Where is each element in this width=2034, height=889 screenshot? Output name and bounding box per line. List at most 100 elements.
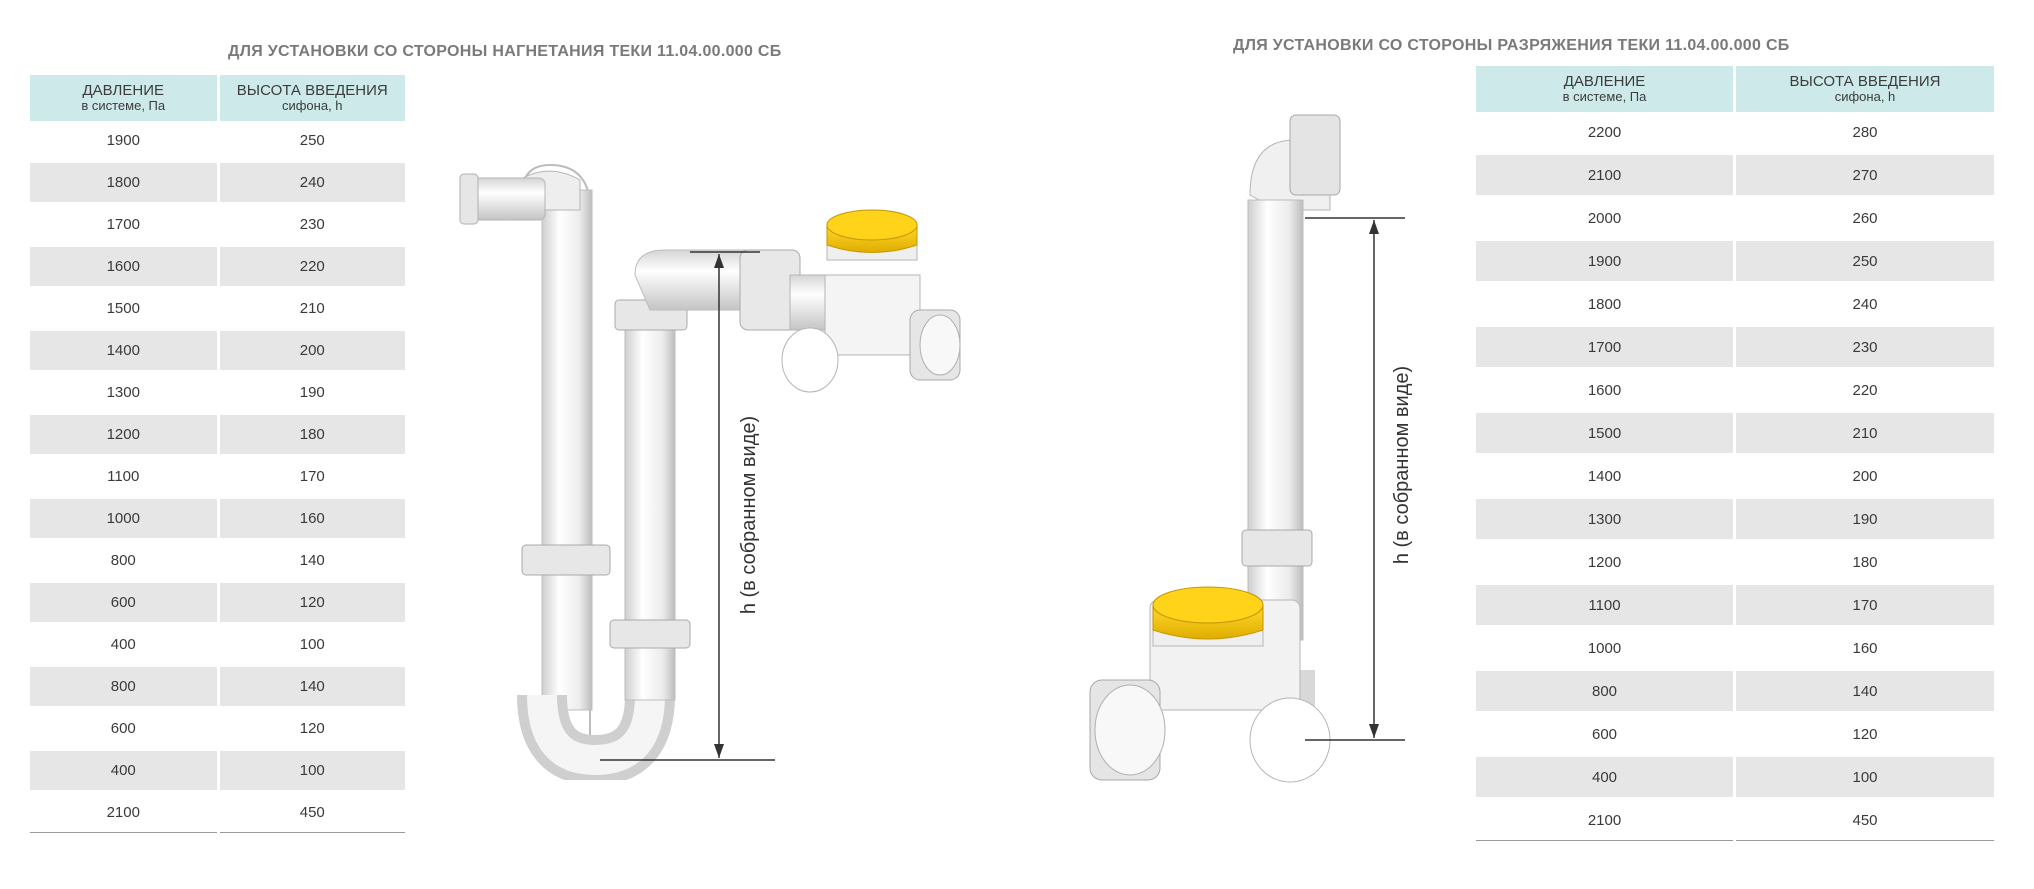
height-cell: 240 bbox=[1736, 284, 1994, 327]
height-cell: 260 bbox=[1736, 198, 1994, 241]
height-cell: 170 bbox=[219, 457, 405, 499]
pressure-cell: 600 bbox=[1476, 714, 1733, 757]
left-title: ДЛЯ УСТАНОВКИ СО СТОРОНЫ НАГНЕТАНИЯ ТЕКИ… bbox=[228, 43, 782, 60]
right-title: ДЛЯ УСТАНОВКИ СО СТОРОНЫ РАЗРЯЖЕНИЯ ТЕКИ… bbox=[1233, 37, 1790, 54]
height-cell: 250 bbox=[1736, 241, 1994, 284]
pressure-cell: 2100 bbox=[1476, 800, 1733, 841]
pressure-cell: 1600 bbox=[30, 247, 217, 289]
pressure-cell: 1200 bbox=[30, 415, 217, 457]
pressure-cell: 1100 bbox=[30, 457, 217, 499]
pressure-cell: 1300 bbox=[30, 373, 217, 415]
height-cell: 100 bbox=[1736, 757, 1994, 800]
pressure-cell: 1500 bbox=[1476, 413, 1733, 456]
height-cell: 140 bbox=[219, 541, 405, 583]
pressure-cell: 400 bbox=[1476, 757, 1733, 800]
pressure-cell: 1400 bbox=[30, 331, 217, 373]
height-cell: 240 bbox=[219, 163, 405, 205]
pressure-cell: 1900 bbox=[1476, 241, 1733, 284]
header-height-sub: сифона, h bbox=[281, 98, 343, 114]
header-pressure-main: ДАВЛЕНИЕ bbox=[82, 81, 164, 99]
pressure-cell: 800 bbox=[30, 667, 217, 709]
height-cell: 190 bbox=[219, 373, 405, 415]
height-cell: 160 bbox=[1736, 628, 1994, 671]
height-cell: 450 bbox=[219, 793, 405, 833]
height-cell: 180 bbox=[219, 415, 405, 457]
header-pressure-sub: в системе, Па bbox=[1562, 89, 1647, 105]
pressure-cell: 1700 bbox=[30, 205, 217, 247]
pressure-cell: 2100 bbox=[30, 793, 217, 833]
header-pressure-main: ДАВЛЕНИЕ bbox=[1563, 72, 1646, 90]
height-cell: 140 bbox=[1736, 671, 1994, 714]
pressure-cell: 2000 bbox=[1476, 198, 1733, 241]
height-cell: 120 bbox=[1736, 714, 1994, 757]
height-cell: 230 bbox=[219, 205, 405, 247]
yellow-cap-icon bbox=[826, 209, 918, 261]
pressure-cell: 800 bbox=[30, 541, 217, 583]
pressure-cell: 1100 bbox=[1476, 585, 1733, 628]
right-siphon-illustration: h (в собранном виде) bbox=[1089, 114, 1413, 783]
height-cell: 270 bbox=[1736, 155, 1994, 198]
height-cell: 220 bbox=[1736, 370, 1994, 413]
pressure-cell: 2100 bbox=[1476, 155, 1733, 198]
pressure-cell: 2200 bbox=[1476, 112, 1733, 155]
header-height-sub: сифона, h bbox=[1834, 89, 1896, 105]
pressure-cell: 1800 bbox=[30, 163, 217, 205]
pressure-cell: 1000 bbox=[1476, 628, 1733, 671]
yellow-cap-icon bbox=[1152, 586, 1264, 647]
left-siphon-illustration: h (в собранном виде) bbox=[459, 163, 961, 780]
height-cell: 140 bbox=[219, 667, 405, 709]
header-pressure: ДАВЛЕНИЕ в системе, Па bbox=[1476, 66, 1733, 112]
height-cell: 210 bbox=[219, 289, 405, 331]
left-pressure-table: ДАВЛЕНИЕ в системе, Па ВЫСОТА ВВЕДЕНИЯ с… bbox=[27, 75, 408, 833]
pressure-cell: 600 bbox=[30, 583, 217, 625]
pressure-cell: 800 bbox=[1476, 671, 1733, 714]
height-cell: 450 bbox=[1736, 800, 1994, 841]
pressure-cell: 1400 bbox=[1476, 456, 1733, 499]
header-height-main: ВЫСОТА ВВЕДЕНИЯ bbox=[236, 81, 388, 99]
height-cell: 100 bbox=[219, 625, 405, 667]
pressure-cell: 1800 bbox=[1476, 284, 1733, 327]
tee-fitting bbox=[739, 249, 961, 393]
table-header-row: ДАВЛЕНИЕ в системе, Па ВЫСОТА ВВЕДЕНИЯ с… bbox=[1476, 66, 1994, 112]
header-pressure: ДАВЛЕНИЕ в системе, Па bbox=[30, 75, 217, 121]
pressure-cell: 400 bbox=[30, 751, 217, 793]
header-height: ВЫСОТА ВВЕДЕНИЯ сифона, h bbox=[1736, 66, 1994, 112]
pressure-cell: 400 bbox=[30, 625, 217, 667]
pressure-cell: 1600 bbox=[1476, 370, 1733, 413]
height-cell: 250 bbox=[219, 121, 405, 163]
height-cell: 220 bbox=[219, 247, 405, 289]
pressure-cell: 1700 bbox=[1476, 327, 1733, 370]
height-cell: 100 bbox=[219, 751, 405, 793]
header-height: ВЫСОТА ВВЕДЕНИЯ сифона, h bbox=[219, 75, 405, 121]
header-pressure-sub: в системе, Па bbox=[81, 98, 166, 114]
siphon-pipe bbox=[459, 163, 751, 780]
header-height-main: ВЫСОТА ВВЕДЕНИЯ bbox=[1789, 72, 1941, 90]
pressure-cell: 1900 bbox=[30, 121, 217, 163]
pressure-cell: 1500 bbox=[30, 289, 217, 331]
height-cell: 160 bbox=[219, 499, 405, 541]
